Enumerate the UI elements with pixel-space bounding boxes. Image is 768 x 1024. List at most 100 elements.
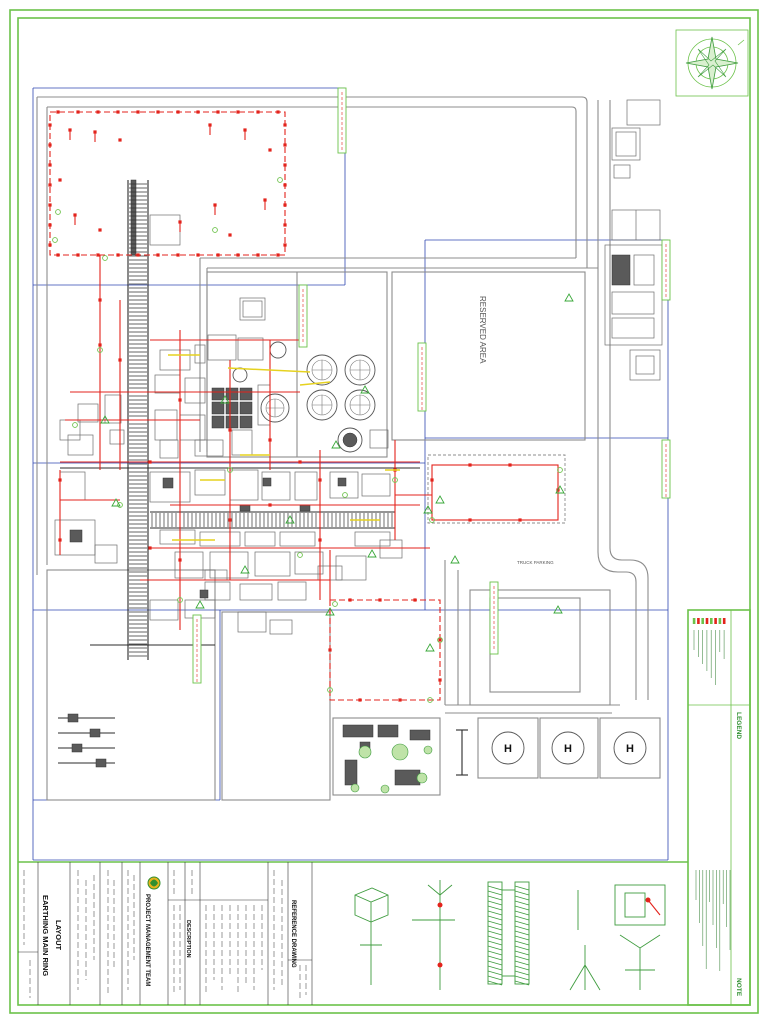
outer-border (9, 9, 759, 1014)
equipment-outline (207, 334, 237, 361)
equipment-outline (237, 611, 267, 633)
equipment-block (262, 477, 272, 487)
earthing-rod (56, 110, 60, 114)
earth-pit (227, 467, 233, 473)
trench-hatch-line (487, 885, 503, 891)
earthing-rod (48, 123, 52, 127)
equipment-outline (149, 471, 191, 503)
trench-hatch-line (514, 895, 530, 901)
trench-hatch-line (514, 970, 530, 976)
equipment-block (225, 387, 239, 401)
equipment-block (211, 387, 225, 401)
equipment-block (225, 401, 239, 415)
equipment-outline (329, 471, 359, 499)
callout-box (337, 87, 347, 154)
earthing-rod (268, 148, 272, 152)
equipment-outline (67, 434, 94, 456)
switchgear-building (611, 127, 641, 161)
south-complex-boundary (332, 717, 441, 796)
connection-point (437, 902, 443, 908)
earth-pit (429, 517, 435, 523)
complex-building (394, 769, 421, 786)
earthing-rod (58, 538, 62, 542)
helipads: H H H (456, 717, 661, 779)
control-room (611, 317, 655, 339)
revision-description-header: DESCRIPTION (185, 920, 191, 958)
equipment-outline (94, 544, 118, 564)
trench-hatch-line (514, 925, 530, 931)
legend-symbol (692, 618, 696, 624)
southwest-yard-boundary (46, 569, 216, 801)
tree-icon (358, 745, 372, 759)
earthing-rod (318, 538, 322, 542)
trench-hatch-line (487, 980, 503, 986)
equipment-outline (354, 531, 391, 547)
earthing-rod (98, 298, 102, 302)
equipment-outline (257, 384, 271, 426)
earthing-symbol-icon (331, 440, 341, 449)
equipment-outline (194, 439, 224, 457)
helipad-label: H (504, 743, 512, 755)
earthing-symbol-icon (325, 607, 335, 616)
trench-hatch-line (487, 905, 503, 911)
earthing-ring-south (329, 599, 441, 701)
trench-hatch-line (514, 900, 530, 906)
earthing-rod (348, 598, 352, 602)
trench-hatch-line (514, 945, 530, 951)
trench-hatch-line (487, 920, 503, 926)
trench-hatch-line (487, 955, 503, 961)
earth-pit (427, 697, 433, 703)
earth-pit (297, 552, 303, 558)
earth-pit (557, 467, 563, 473)
equipment-block (199, 589, 209, 599)
earthing-rod (508, 463, 512, 467)
south-complex-details (342, 724, 433, 794)
earthing-rod (48, 143, 52, 147)
earthing-rod (276, 110, 280, 114)
earth-pit (437, 637, 443, 643)
earthing-symbol-icon (553, 605, 563, 614)
earthing-rod (276, 253, 280, 257)
equipment-outline (277, 581, 307, 601)
earthing-rod (178, 558, 182, 562)
reserved-area-label: RESERVED AREA (478, 296, 487, 364)
earthing-rod (76, 253, 80, 257)
earth-pit (392, 477, 398, 483)
process-tank (269, 341, 287, 359)
team-name: PROJECT MANAGEMENT TEAM (144, 894, 150, 986)
earth-pit (327, 687, 333, 693)
helipad-label: H (626, 743, 634, 755)
drawing-title-line2: LAYOUT (54, 920, 63, 951)
compass-star-icon (685, 36, 739, 90)
trench-hatch-line (514, 905, 530, 911)
earthing-symbols (100, 293, 574, 652)
equipment-body (624, 892, 646, 918)
earth-pit (332, 601, 338, 607)
earthing-rod (413, 598, 417, 602)
earth-pit (117, 502, 123, 508)
cable-route (227, 367, 311, 373)
earthing-rod (228, 518, 232, 522)
earthing-symbol-icon (195, 600, 205, 609)
earthing-rod (48, 163, 52, 167)
equipment-block (162, 477, 174, 489)
earthing-rod (176, 253, 180, 257)
earthing-rod (283, 143, 287, 147)
cable-routes (168, 354, 400, 541)
earthing-rod (328, 648, 332, 652)
earthing-rod (176, 110, 180, 114)
notes-list (695, 870, 731, 971)
process-equipment (54, 334, 403, 635)
equipment-block (225, 415, 239, 429)
trench-hatch-line (514, 955, 530, 961)
trench-hatch-line (514, 950, 530, 956)
earthing-rod (156, 253, 160, 257)
helipad-pad (477, 717, 539, 779)
truck-parking-boundary (427, 454, 566, 524)
earthing-rod (48, 203, 52, 207)
earthing-rod (96, 253, 100, 257)
earthing-rod (518, 518, 522, 522)
complex-building (344, 759, 358, 786)
equipment-outline (237, 337, 264, 361)
equipment-block (239, 401, 253, 415)
